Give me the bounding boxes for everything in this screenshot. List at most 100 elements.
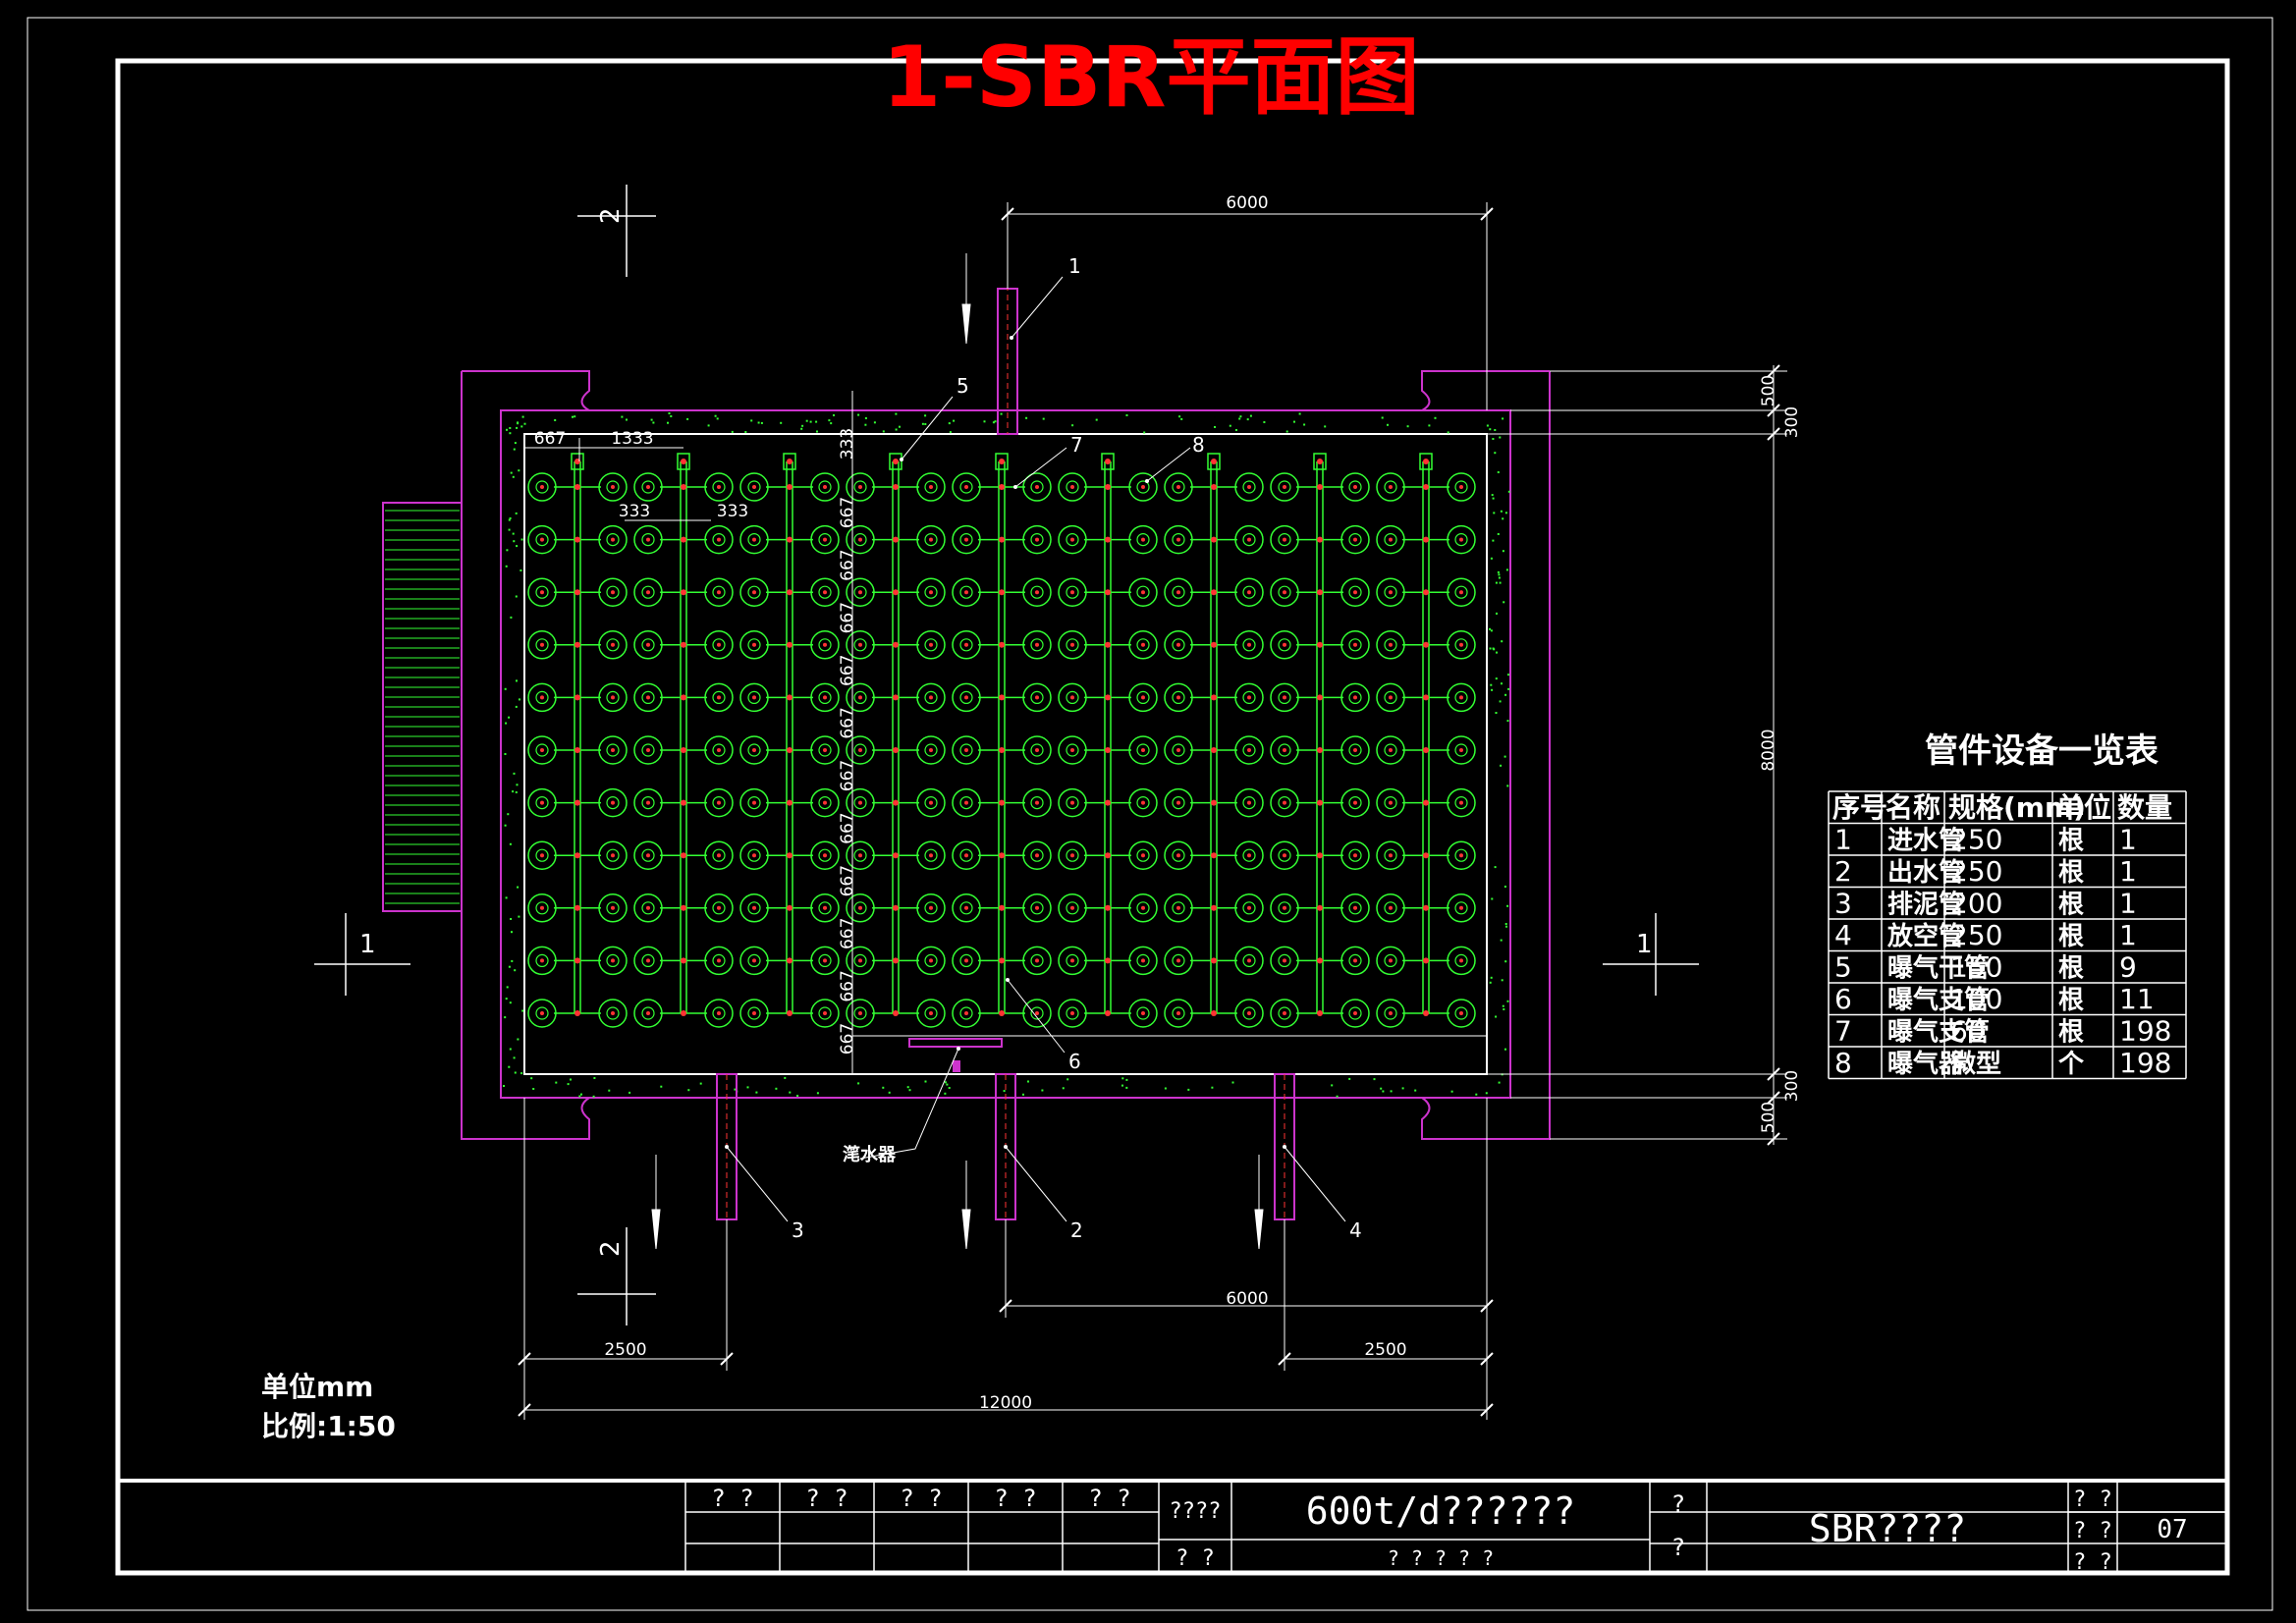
hatch-dot [629, 1091, 631, 1094]
branch-center [681, 852, 686, 859]
hatch-dot [983, 420, 986, 423]
diffuser-center [540, 485, 544, 489]
diffuser-inner [1136, 901, 1150, 915]
diffuser-ring [598, 999, 628, 1028]
diffuser-inner [1030, 532, 1044, 547]
branch-center [1105, 799, 1111, 806]
hatch-dot [1504, 960, 1507, 963]
hatch-dot [946, 1083, 949, 1086]
diffuser-ring [1340, 735, 1370, 765]
diffuser-ring [633, 840, 663, 870]
diffuser-inner [1136, 638, 1150, 652]
diffuser-ring [810, 472, 840, 502]
diffuser-ring [1376, 893, 1405, 923]
diffuser-center [964, 1011, 968, 1015]
hatch-dot [515, 595, 518, 598]
diffuser-inner [641, 743, 655, 757]
diffuser-center [1283, 800, 1286, 805]
branch-center [893, 747, 899, 753]
hatch-dot [1506, 1000, 1509, 1002]
diffuser-center [611, 642, 615, 647]
hatch-dot [520, 538, 523, 541]
diffuser-center [1176, 748, 1180, 752]
diffuser-inner [1172, 953, 1185, 968]
diffuser-ring [1447, 682, 1476, 713]
hatch-dot [578, 1095, 581, 1098]
hatch-dot [510, 918, 513, 920]
hatch-dot [750, 419, 753, 422]
hatch-dot [519, 569, 522, 571]
sheet-border-frame [115, 58, 2230, 1576]
hatch-dot [1507, 687, 1510, 690]
sign-cell-1: ? ? [711, 1485, 753, 1512]
hatch-dot [1381, 416, 1384, 419]
diffuser-center [717, 800, 721, 805]
branch-center [1317, 799, 1323, 806]
hatch-dot [1180, 417, 1183, 420]
diffuser-inner [818, 1006, 832, 1020]
diffuser-center [858, 853, 862, 858]
branch-center [1317, 1010, 1323, 1016]
diffuser-center [1176, 1011, 1180, 1015]
table-header-cell-unit: 单位 [2056, 791, 2111, 824]
branch-center [893, 852, 899, 859]
diffuser-ring [1022, 946, 1052, 976]
diffuser-inner [1136, 848, 1150, 862]
hatch-dot [1434, 416, 1437, 419]
diffuser-center [929, 905, 933, 910]
diffuser-inner [1348, 690, 1362, 705]
title-block-text: ? ? ? ? ? ? ? ? ? ? ???? 600t/d?????? ? … [711, 1485, 2187, 1575]
branch-center [999, 641, 1005, 648]
hatch-dot [830, 422, 833, 425]
diffuser-center [752, 905, 756, 910]
diffuser-inner [1278, 848, 1291, 862]
diffuser-inner [1030, 1006, 1044, 1020]
diffuser-inner [959, 1006, 973, 1020]
diffuser-center [646, 642, 650, 647]
diffuser-ring [1234, 735, 1264, 765]
diffuser-inner [818, 532, 832, 547]
diffuser-inner [606, 953, 620, 968]
diffuser-inner [1030, 848, 1044, 862]
diffuser-ring [1058, 735, 1087, 765]
section-mark-1-right: 1 [1636, 930, 1653, 959]
table-cell-spec: 100 [1950, 983, 2002, 1015]
diffuser-center [929, 1011, 933, 1015]
hatch-dot [1497, 471, 1500, 473]
hatch-dot [1506, 720, 1509, 723]
diffuser-ring [810, 999, 840, 1028]
hatch-dot [508, 1065, 511, 1068]
diffuser-center [823, 590, 827, 595]
branch-center [1211, 799, 1217, 806]
dim-wall-top-inner: 300 [1782, 406, 1802, 438]
diffuser-inner [818, 953, 832, 968]
hatch-dot [504, 1016, 507, 1019]
branch-center [1211, 957, 1217, 964]
hatch-dot [621, 415, 624, 418]
diffuser-inner [1066, 638, 1079, 652]
diffuser-ring [1058, 577, 1087, 607]
diffuser-center [1459, 590, 1463, 595]
diffuser-inner [853, 585, 867, 599]
diffuser-ring [1270, 840, 1299, 870]
hatch-dot [1489, 627, 1491, 630]
diffuser-inner [853, 795, 867, 810]
diffuser-center [1141, 800, 1145, 805]
hatch-dot [570, 1078, 572, 1081]
hatch-dot [512, 532, 515, 535]
diffuser-center [1353, 853, 1357, 858]
diffuser-center [1141, 642, 1145, 647]
diffuser-inner [606, 480, 620, 494]
diffuser-ring [846, 630, 875, 660]
dim-right-offset: 2500 [1364, 1340, 1406, 1360]
diffuser-center [1283, 905, 1286, 910]
diffuser-inner [1348, 953, 1362, 968]
diffuser-ring [739, 524, 769, 555]
hatch-dot [789, 1091, 792, 1094]
hatch-dot [1187, 1088, 1190, 1091]
diffuser-inner [712, 690, 726, 705]
diffuser-center [964, 537, 968, 542]
diffuser-ring [810, 630, 840, 660]
diffuser-inner [1172, 848, 1185, 862]
table-header-cell-spec: 规格(mm) [1948, 791, 2086, 824]
